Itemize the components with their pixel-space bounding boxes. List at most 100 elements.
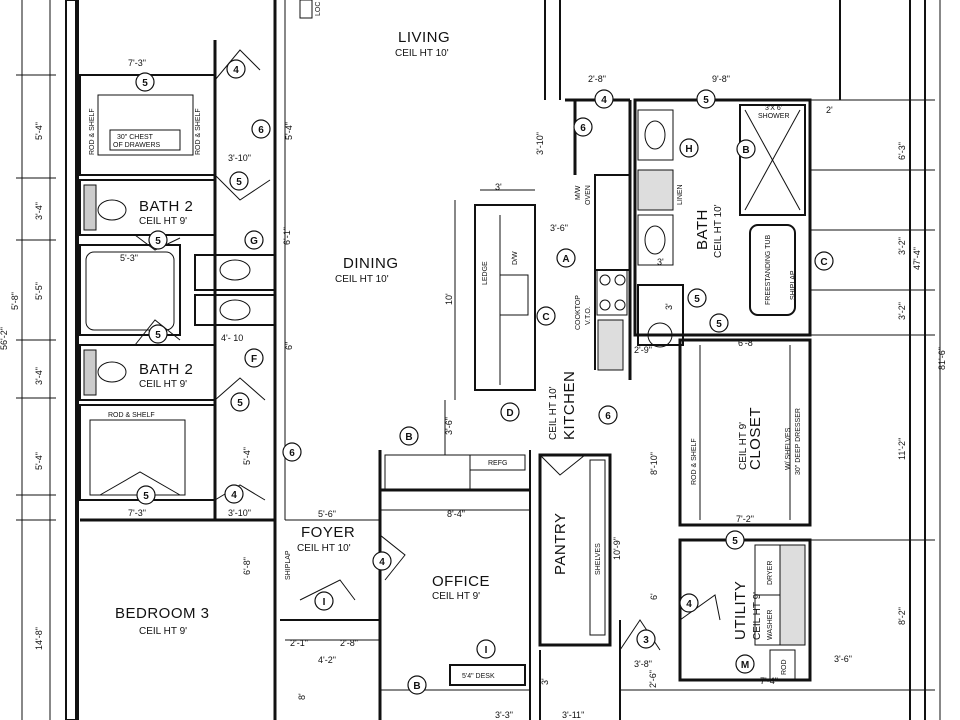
tag-c: C bbox=[542, 312, 549, 323]
tag-5: 5 bbox=[703, 95, 709, 106]
dim: 2'-6" bbox=[648, 670, 658, 688]
room-foyer-ceil: CEIL HT 10' bbox=[297, 543, 351, 554]
tag-5: 5 bbox=[143, 491, 149, 502]
dim: 4'-2" bbox=[318, 655, 336, 665]
dim: 5'-8" bbox=[10, 292, 20, 310]
dim: 8'-2" bbox=[897, 607, 907, 625]
label-loc: LOC bbox=[315, 2, 322, 16]
dim: 47'-4" bbox=[912, 247, 922, 270]
dim: 3'-8" bbox=[634, 659, 652, 669]
room-bath2-upper-ceil: CEIL HT 9' bbox=[139, 216, 187, 227]
dim: 7'-3" bbox=[128, 508, 146, 518]
dim: 3' bbox=[495, 182, 502, 192]
tag-a: A bbox=[562, 254, 569, 265]
tag-g: G bbox=[250, 236, 258, 247]
dim: 81'-6" bbox=[937, 347, 947, 370]
dim: 10'-9" bbox=[612, 537, 622, 560]
tag-f: F bbox=[251, 354, 257, 365]
tag-i: I bbox=[485, 645, 488, 656]
tag-b: B bbox=[405, 432, 412, 443]
label-dryer: DRYER bbox=[767, 561, 774, 585]
label-shiplap-2: SHIPLAP bbox=[285, 550, 292, 580]
tag-6: 6 bbox=[605, 411, 611, 422]
room-office-name: OFFICE bbox=[432, 573, 490, 590]
dim: 7'-2" bbox=[736, 514, 754, 524]
dim: 3'-6" bbox=[834, 654, 852, 664]
tag-b: B bbox=[413, 681, 420, 692]
tag-5: 5 bbox=[236, 177, 242, 188]
label-refg: REFG bbox=[488, 460, 507, 467]
dim: 5'-3" bbox=[120, 253, 138, 263]
label-rod-shelf-1: ROD & SHELF bbox=[89, 108, 96, 155]
label-cooktop: COOKTOP bbox=[575, 295, 582, 330]
tag-6: 6 bbox=[289, 448, 295, 459]
label-chest-2: OF DRAWERS bbox=[113, 142, 161, 149]
room-closet-name: CLOSET bbox=[747, 407, 764, 470]
dim: 5'-6" bbox=[318, 509, 336, 519]
room-bath-name: BATH bbox=[694, 209, 711, 250]
dim: 5'-4" bbox=[34, 122, 44, 140]
dim: 2'-9" bbox=[634, 345, 652, 355]
dim: 11'-2" bbox=[897, 438, 907, 460]
dim: 3'-4" bbox=[34, 202, 44, 220]
label-washer: WASHER bbox=[767, 610, 774, 640]
dim: 5'-4" bbox=[34, 452, 44, 470]
dim: 2'-8" bbox=[588, 74, 606, 84]
tag-5: 5 bbox=[155, 330, 161, 341]
dim: 2'-1" bbox=[290, 638, 308, 648]
label-closet-rod: ROD & SHELF bbox=[691, 438, 698, 485]
tag-4: 4 bbox=[231, 490, 237, 501]
tag-i: I bbox=[323, 597, 326, 608]
tag-5: 5 bbox=[694, 294, 700, 305]
label-closet-w: W/ SHELVES bbox=[785, 427, 792, 470]
tag-5: 5 bbox=[732, 536, 738, 547]
tag-4: 4 bbox=[686, 599, 692, 610]
dim: 6'-3" bbox=[897, 142, 907, 160]
tag-5: 5 bbox=[142, 78, 148, 89]
label-chest: 30" CHEST bbox=[117, 134, 154, 141]
dim: 8'-4" bbox=[447, 509, 465, 519]
dim: 6'-1" bbox=[282, 227, 292, 245]
tag-3: 3 bbox=[643, 635, 649, 646]
room-bath2-upper-name: BATH 2 bbox=[139, 198, 193, 215]
room-bath2-lower-ceil: CEIL HT 9' bbox=[139, 379, 187, 390]
dim: 3' bbox=[664, 303, 674, 310]
label-shiplap: SHIPLAP bbox=[790, 270, 797, 300]
room-bedroom3-name: BEDROOM 3 bbox=[115, 605, 210, 622]
room-dining-name: DINING bbox=[343, 255, 399, 272]
label-tub: FREESTANDING TUB bbox=[765, 235, 772, 305]
tag-6: 6 bbox=[580, 123, 586, 134]
room-bath2-lower-name: BATH 2 bbox=[139, 361, 193, 378]
room-living-ceil: CEIL HT 10' bbox=[395, 48, 449, 59]
dim: 3'-3" bbox=[495, 710, 513, 720]
room-bedroom3-ceil: CEIL HT 9' bbox=[139, 626, 187, 637]
room-closet-ceil: CEIL HT 9' bbox=[738, 422, 749, 470]
dim: 8' bbox=[297, 693, 307, 700]
tag-5: 5 bbox=[716, 319, 722, 330]
dim: 2' bbox=[826, 105, 833, 115]
dim: 5'-5" bbox=[34, 282, 44, 300]
label-shelves: SHELVES bbox=[595, 543, 602, 575]
dim: 3' bbox=[657, 257, 664, 267]
label-shower: 3'X 6' bbox=[765, 105, 782, 112]
label-rod-shelf-2: ROD & SHELF bbox=[195, 108, 202, 155]
tag-4: 4 bbox=[601, 95, 607, 106]
tag-c: C bbox=[820, 257, 827, 268]
dim: 3' bbox=[540, 678, 550, 685]
label-linen: LINEN bbox=[677, 184, 684, 205]
tag-m: M bbox=[741, 660, 749, 671]
tag-h: H bbox=[685, 144, 692, 155]
room-foyer-name: FOYER bbox=[301, 524, 355, 541]
tag-6: 6 bbox=[258, 125, 264, 136]
dim: 3'-11" bbox=[562, 710, 584, 720]
dim: 3'-2" bbox=[897, 302, 907, 320]
room-kitchen-name: KITCHEN bbox=[561, 371, 578, 440]
label-ledge: LEDGE bbox=[482, 261, 489, 285]
dim: 5'-4" bbox=[242, 447, 252, 465]
label-rod: ROD bbox=[781, 659, 788, 675]
label-rod-shelf-3: ROD & SHELF bbox=[108, 412, 155, 419]
tag-5: 5 bbox=[155, 236, 161, 247]
dim: 3'-4" bbox=[34, 367, 44, 385]
